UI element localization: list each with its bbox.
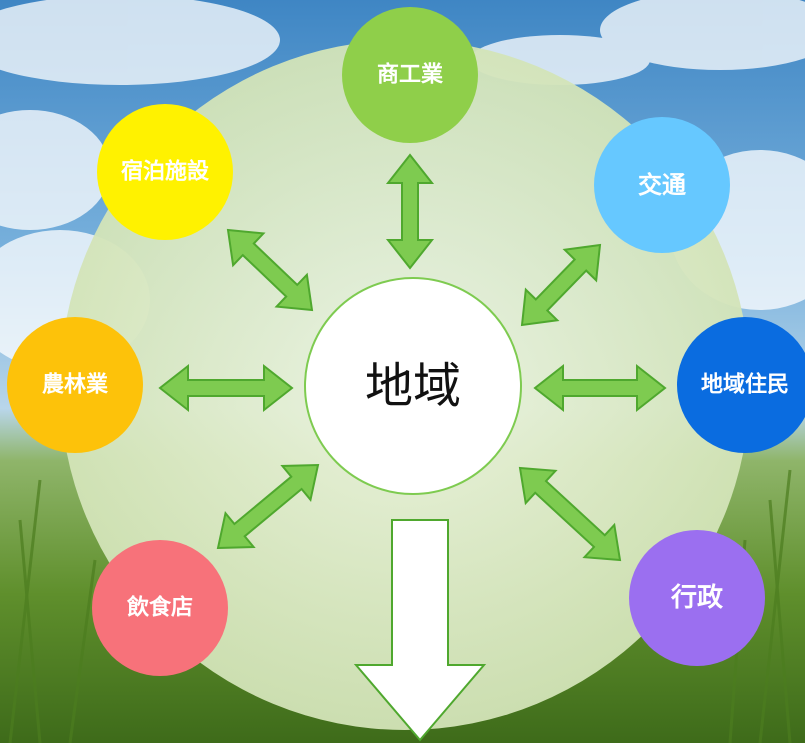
node-commerce-circle <box>342 7 478 143</box>
arrow-agriculture <box>158 363 294 413</box>
arrow-commerce <box>385 153 435 270</box>
center-label: 地域 <box>365 358 461 414</box>
node-transport-circle <box>594 117 730 253</box>
arrow-residents <box>533 363 667 413</box>
node-transport-label: 交通 <box>638 171 686 199</box>
connector-arrows <box>158 153 667 562</box>
arrow-transport <box>520 243 602 327</box>
node-restaurant-circle <box>92 540 228 676</box>
node-agriculture-circle <box>7 317 143 453</box>
node-agriculture-label: 農林業 <box>42 373 109 398</box>
center-circle <box>304 277 522 495</box>
node-residents-label: 地域住民 <box>701 372 789 398</box>
arrow-restaurant <box>216 463 320 550</box>
arrow-government <box>518 466 622 562</box>
arrow-lodging <box>226 228 314 312</box>
node-commerce-label: 商工業 <box>377 62 444 88</box>
node-lodging-label: 宿泊施設 <box>121 159 210 185</box>
node-government-circle <box>629 530 765 666</box>
node-lodging-circle <box>97 104 233 240</box>
node-residents-circle <box>677 317 805 453</box>
node-government-label: 行政 <box>670 582 723 613</box>
down-arrow <box>353 519 487 742</box>
node-restaurant-label: 飲食店 <box>126 595 193 621</box>
